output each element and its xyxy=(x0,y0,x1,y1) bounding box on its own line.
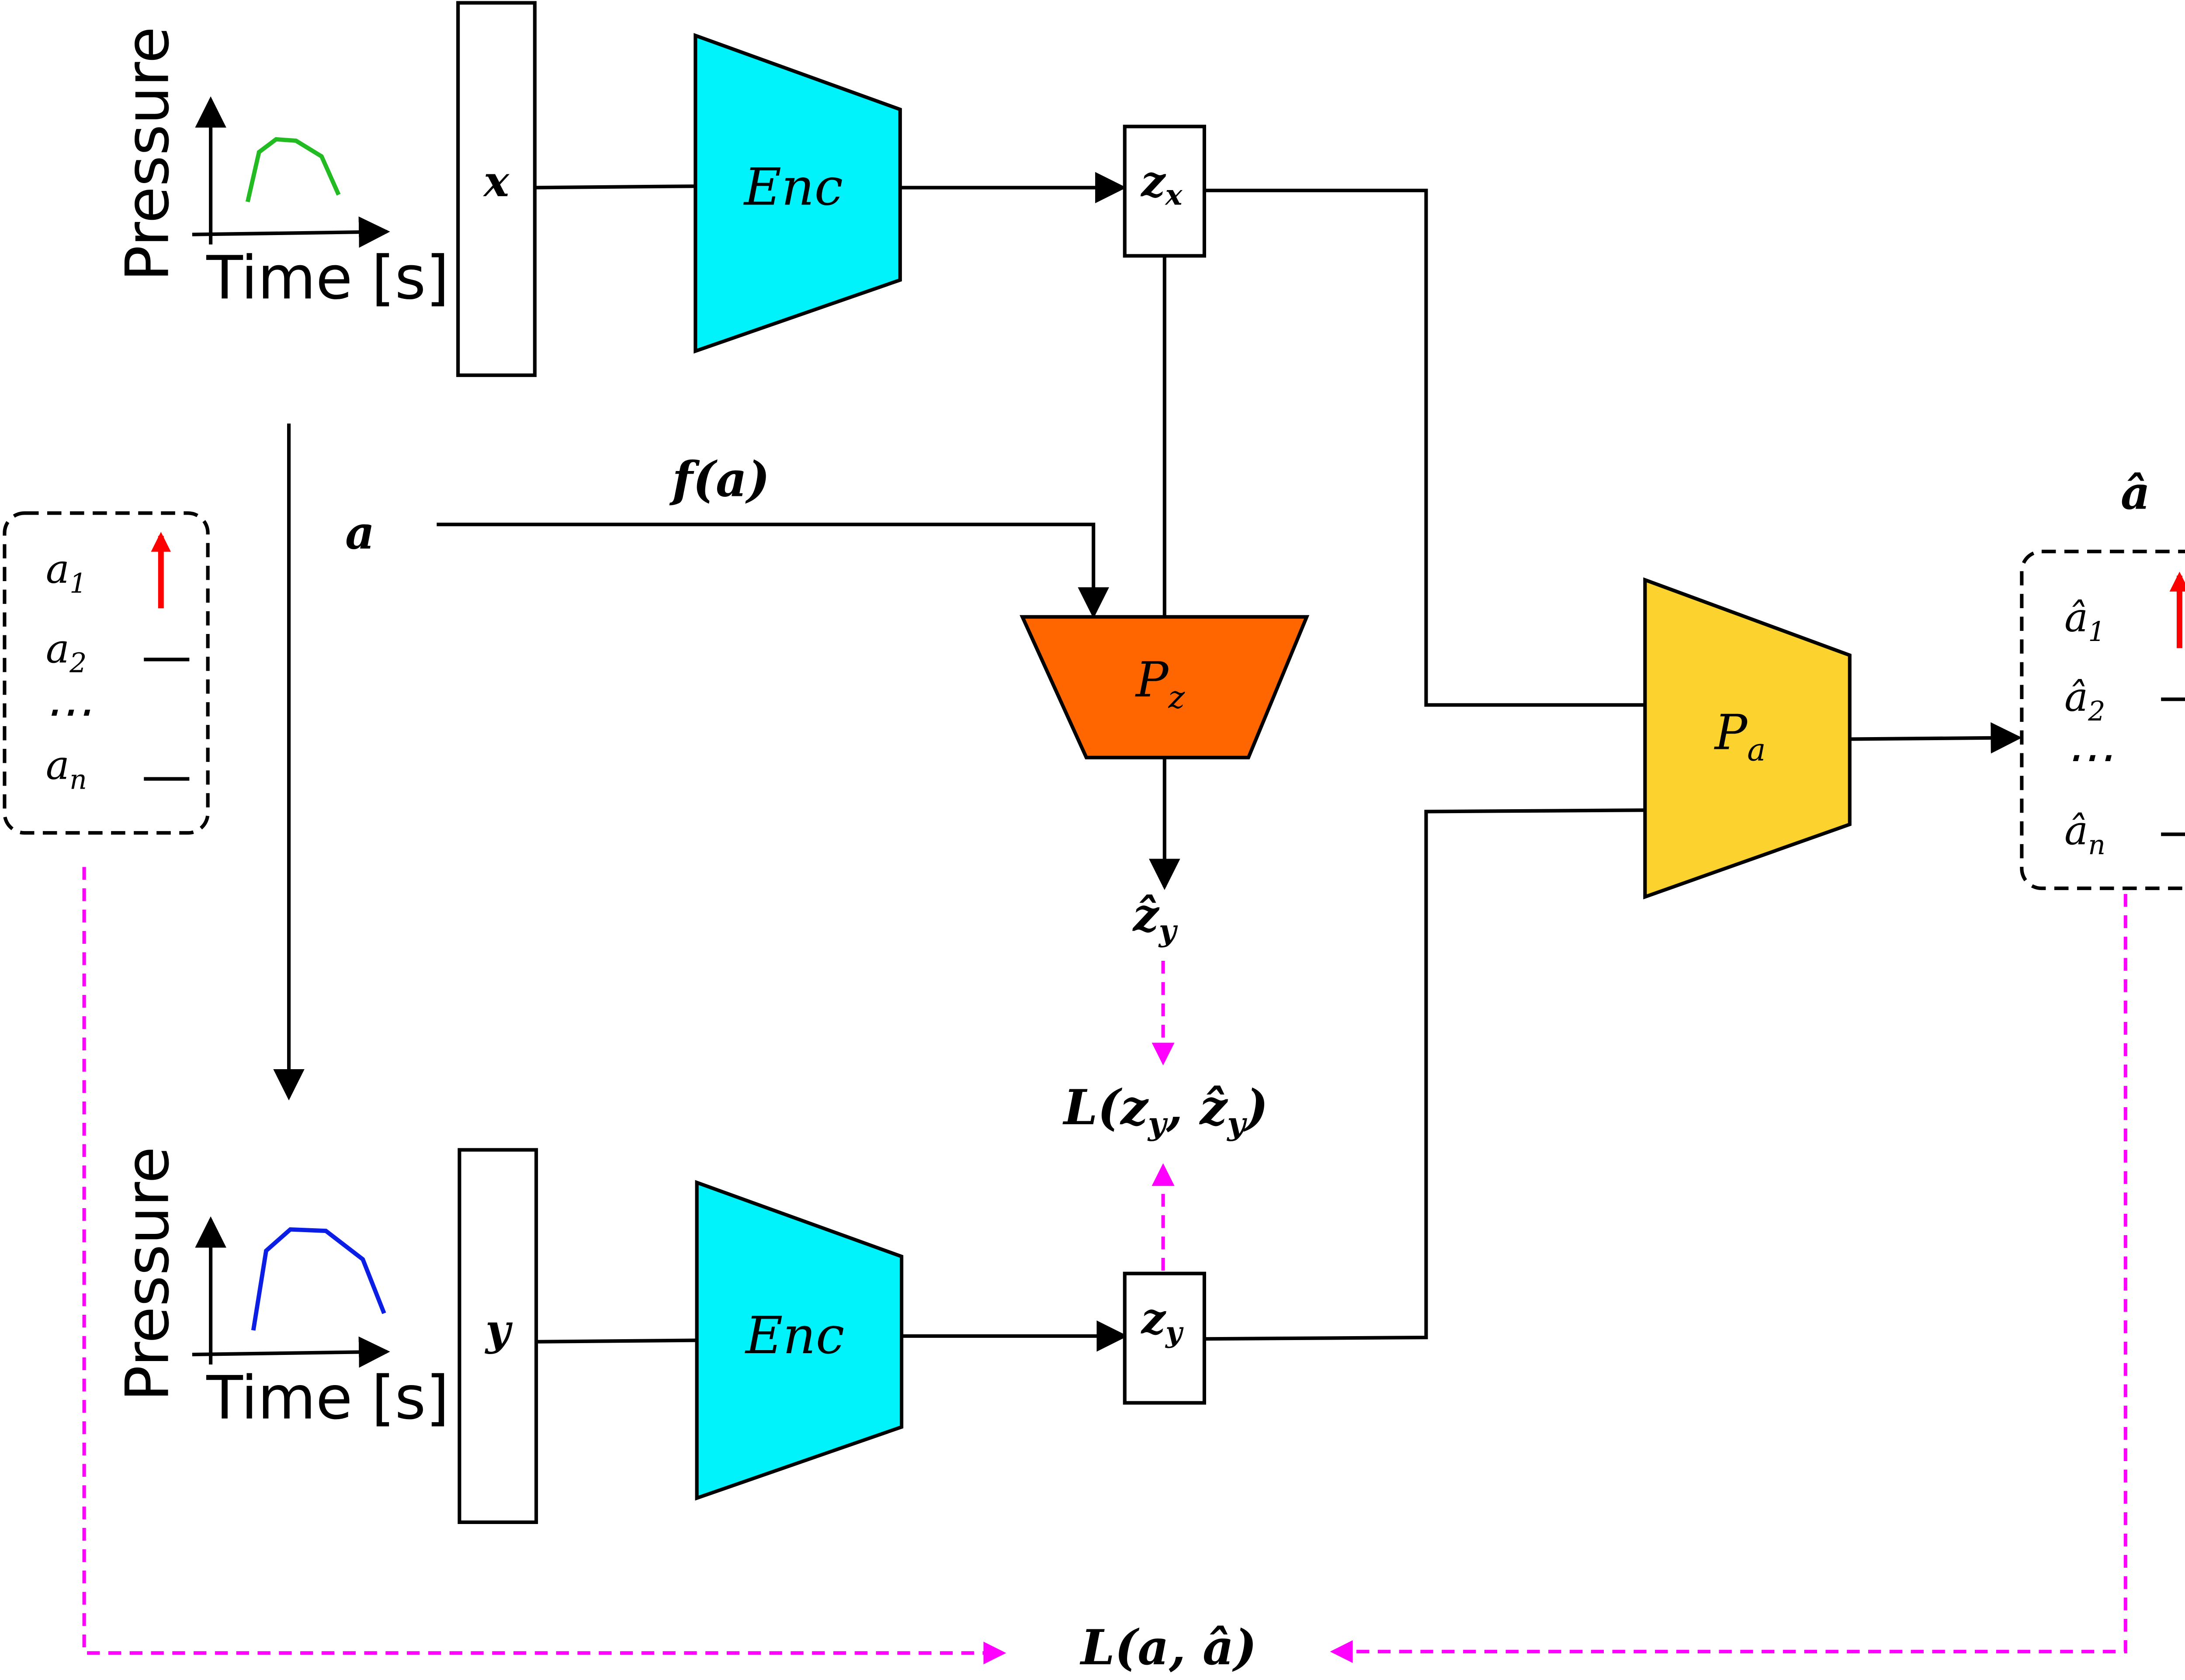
predictor-pz-sub: z xyxy=(1168,679,1185,715)
top-pressure-plot: Pressure Time [s] xyxy=(113,27,449,313)
attribute-an-sub: n xyxy=(69,764,87,795)
latent-loss-middle: , ẑ xyxy=(1165,1079,1228,1136)
latent-zx-sub: x xyxy=(1165,178,1183,211)
attribute-an-name: a xyxy=(46,742,69,789)
bottom-plot-ylabel: Pressure xyxy=(113,1147,183,1401)
predicted-attribute-a2: â2 xyxy=(2064,674,2105,727)
predicted-attribute-panel xyxy=(2020,550,2185,890)
top-encoder-block xyxy=(694,33,902,354)
predicted-attribute-a1-sub: 1 xyxy=(2088,616,2105,648)
predicted-attribute-a2-name: â xyxy=(2064,674,2088,720)
attribute-to-loss-link xyxy=(82,867,1006,1665)
predicted-attribute-an-name: â xyxy=(2064,807,2088,854)
zx-to-pa-line xyxy=(1204,188,1645,707)
attribute-a1-name: a xyxy=(46,546,69,592)
bottom-pressure-plot: Pressure Time [s] xyxy=(113,1147,449,1433)
latent-zx-name: z xyxy=(1140,156,1166,207)
top-plot-x-axis xyxy=(192,216,390,248)
predicted-attribute-an: ân xyxy=(2064,807,2105,861)
pa-to-output-arrow xyxy=(1849,722,2022,754)
attribute-ellipsis: ⋯ xyxy=(43,683,91,740)
top-encoder-label: Enc xyxy=(743,157,843,217)
predicted-attribute-a1-name: â xyxy=(2064,594,2088,641)
attribute-a2: a2 xyxy=(46,626,87,679)
x-to-encoder-line xyxy=(534,184,696,190)
attribute-a1: a1 xyxy=(46,546,87,599)
latent-zy-label: zy xyxy=(1141,1293,1184,1349)
predicted-attribute-a1: â1 xyxy=(2064,594,2105,648)
transform-label: f(a) xyxy=(669,451,770,508)
latent-zy-name: z xyxy=(1141,1293,1167,1344)
latent-loss-sub2: y xyxy=(1226,1105,1247,1142)
input-y-box xyxy=(458,1148,538,1524)
latent-loss-suffix: ) xyxy=(1243,1079,1268,1136)
attribute-loss-label: L(a, â) xyxy=(1079,1619,1257,1676)
predictor-pz-block xyxy=(1020,615,1310,759)
attribute-a2-sub: 2 xyxy=(69,648,87,679)
predicted-attribute-ellipsis: ⋯ xyxy=(2064,729,2113,785)
top-plot-xlabel: Time [s] xyxy=(206,243,449,313)
attribute-a2-name: a xyxy=(46,626,69,672)
bottom-plot-x-axis xyxy=(192,1336,390,1368)
latent-loss-prefix: L(z xyxy=(1062,1079,1149,1136)
y-to-encoder-line xyxy=(536,1338,697,1344)
predicted-attributes-title: â xyxy=(2121,466,2150,520)
top-pressure-signal xyxy=(245,137,341,203)
top-plot-ylabel: Pressure xyxy=(113,27,183,281)
attribute-a1-sub: 1 xyxy=(69,568,87,599)
bottom-plot-xlabel: Time [s] xyxy=(206,1363,449,1433)
predictor-pz-name: P xyxy=(1135,652,1169,708)
attribute-to-pz-arrow xyxy=(437,523,1109,619)
input-x-label: x xyxy=(483,156,510,207)
attribute-an: an xyxy=(46,742,87,796)
predictor-pa-sub: a xyxy=(1747,731,1766,768)
predictor-pa-block xyxy=(1643,577,1852,900)
bottom-encoder-label: Enc xyxy=(745,1306,844,1365)
predicted-attribute-to-loss-link xyxy=(1330,894,2127,1663)
input-y-label: y xyxy=(485,1305,513,1355)
predicted-attribute-an-sub: n xyxy=(2088,829,2105,861)
predicted-latent-label: ẑy xyxy=(1132,888,1178,949)
latent-zx-label: zx xyxy=(1140,156,1183,212)
bottom-encoder-block xyxy=(695,1180,904,1501)
zy-to-pa-line xyxy=(1204,808,1645,1341)
predicted-attribute-a2-sub: 2 xyxy=(2088,696,2105,727)
latent-loss-label: L(zy, ẑy) xyxy=(1062,1079,1268,1142)
latent-loss-sub1: y xyxy=(1147,1105,1168,1142)
bottom-pressure-signal xyxy=(251,1227,386,1331)
latent-zy-sub: y xyxy=(1165,1316,1184,1349)
latent-zy-box xyxy=(1123,1271,1207,1405)
predictor-pz-label: Pz xyxy=(1135,652,1185,715)
predictor-pa-name: P xyxy=(1714,704,1748,761)
predicted-latent-name: ẑ xyxy=(1132,888,1160,942)
predicted-latent-sub: y xyxy=(1158,913,1178,948)
attribute-input-label: a xyxy=(345,506,375,560)
predictor-pa-label: Pa xyxy=(1714,704,1766,768)
attribute-panel xyxy=(3,511,210,835)
input-x-box xyxy=(456,1,537,377)
